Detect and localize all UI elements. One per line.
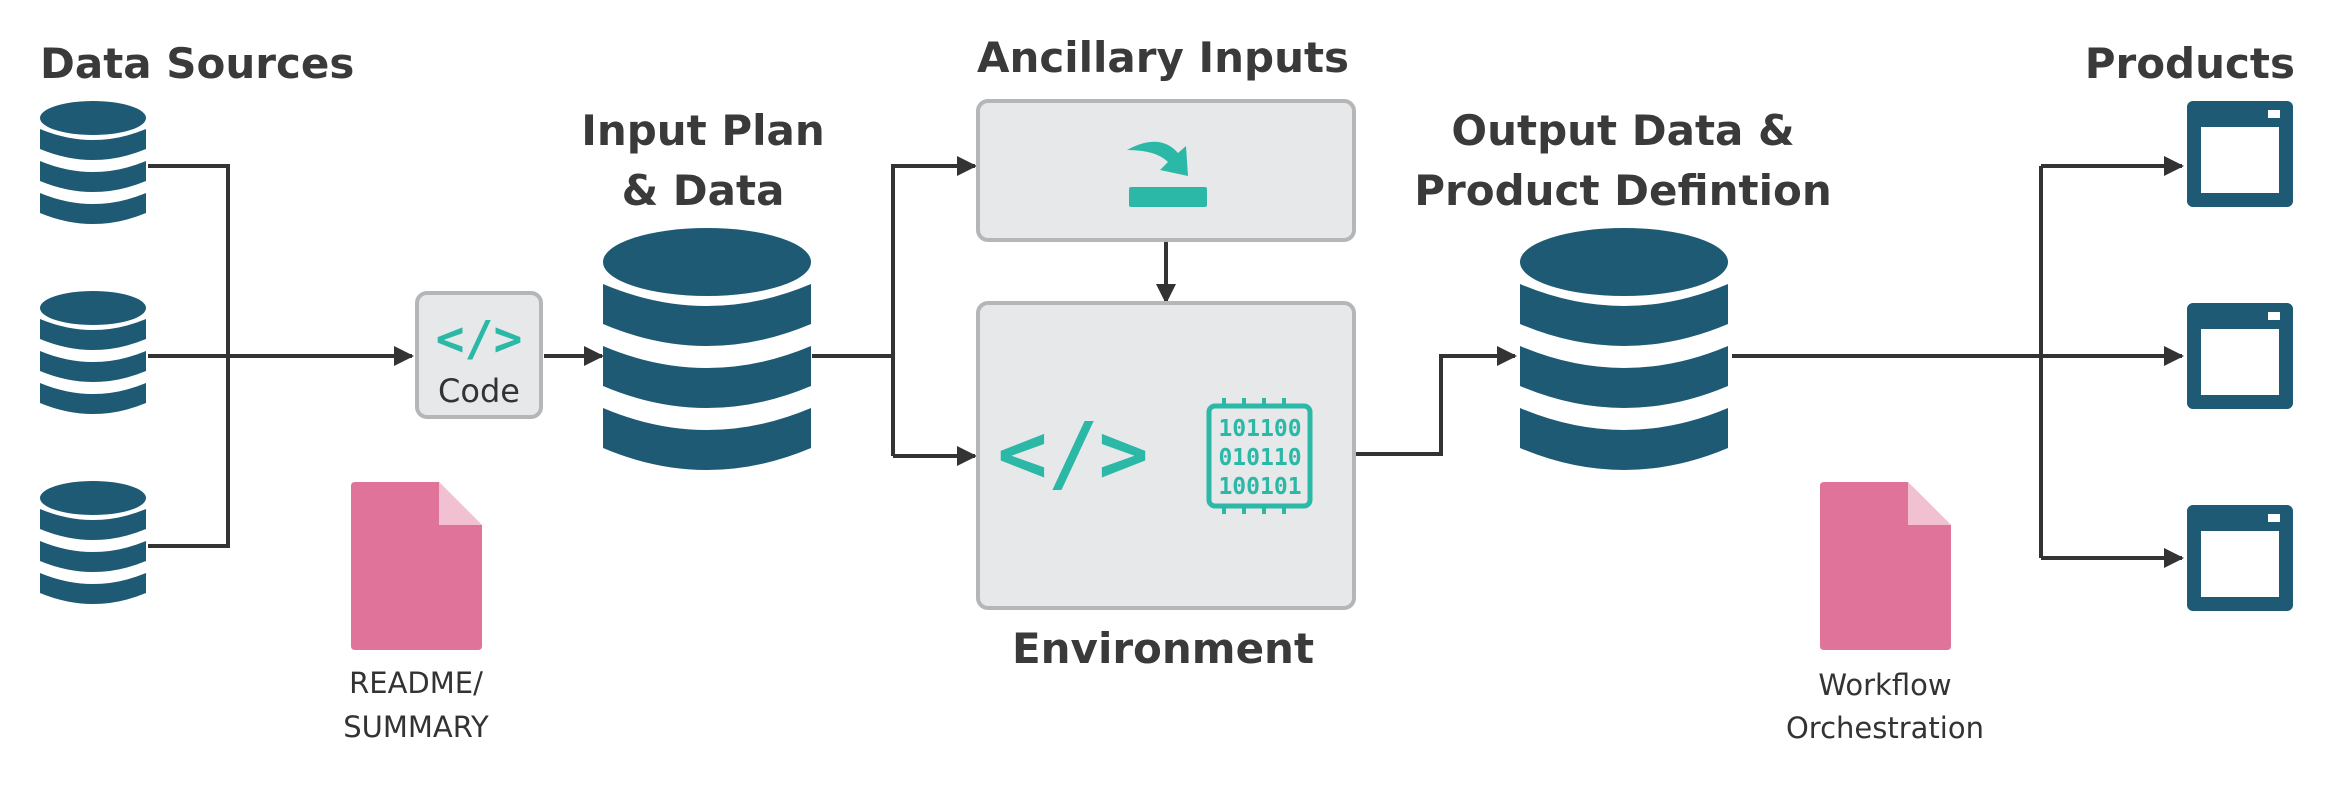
workflow-document-icon: [1820, 482, 1951, 650]
output-database-icon: [1520, 228, 1728, 470]
environment-heading: Environment: [1012, 624, 1314, 673]
ancillary-inputs-box: [976, 99, 1356, 242]
environment-to-output-arrow: [1356, 346, 1517, 456]
source-database-icon-1: [40, 101, 146, 224]
readme-document-icon: [351, 482, 482, 650]
source-database-icon-3: [40, 481, 146, 604]
input-to-ancillary-arrow: [891, 156, 977, 456]
input-plan-heading-line2: & Data: [622, 166, 785, 215]
workflow-label-line1: Workflow: [1818, 668, 1951, 702]
readme-label-line2: SUMMARY: [343, 710, 489, 744]
workflow-label-line2: Orchestration: [1786, 711, 1984, 745]
input-plan-database-icon: [603, 228, 811, 470]
code-label: Code: [438, 372, 520, 410]
code-brackets-icon: </>: [436, 311, 523, 367]
code-brackets-icon: </>: [997, 404, 1149, 502]
output-data-heading-line1: Output Data &: [1451, 106, 1794, 155]
binary-row-3: 100101: [1218, 474, 1301, 500]
binary-row-2: 010110: [1218, 445, 1301, 471]
binary-data-icon: 101100 010110 100101: [1206, 398, 1313, 514]
ancillary-inputs-heading: Ancillary Inputs: [977, 33, 1349, 82]
products-heading: Products: [2085, 39, 2295, 88]
output-data-heading-line2: Product Defintion: [1414, 166, 1832, 215]
product-window-icon-1: [2187, 101, 2293, 207]
binary-row-1: 101100: [1218, 416, 1301, 442]
input-plan-heading-line1: Input Plan: [581, 106, 825, 155]
environment-box: </> 101100 010110 100101: [976, 301, 1356, 610]
product-window-icon-2: [2187, 303, 2293, 409]
source-database-icon-2: [40, 291, 146, 414]
code-box: </> Code: [415, 291, 543, 419]
readme-label-line1: README/: [349, 666, 483, 700]
import-icon: [1127, 141, 1207, 207]
product-window-icon-3: [2187, 505, 2293, 611]
data-sources-heading: Data Sources: [40, 39, 354, 88]
